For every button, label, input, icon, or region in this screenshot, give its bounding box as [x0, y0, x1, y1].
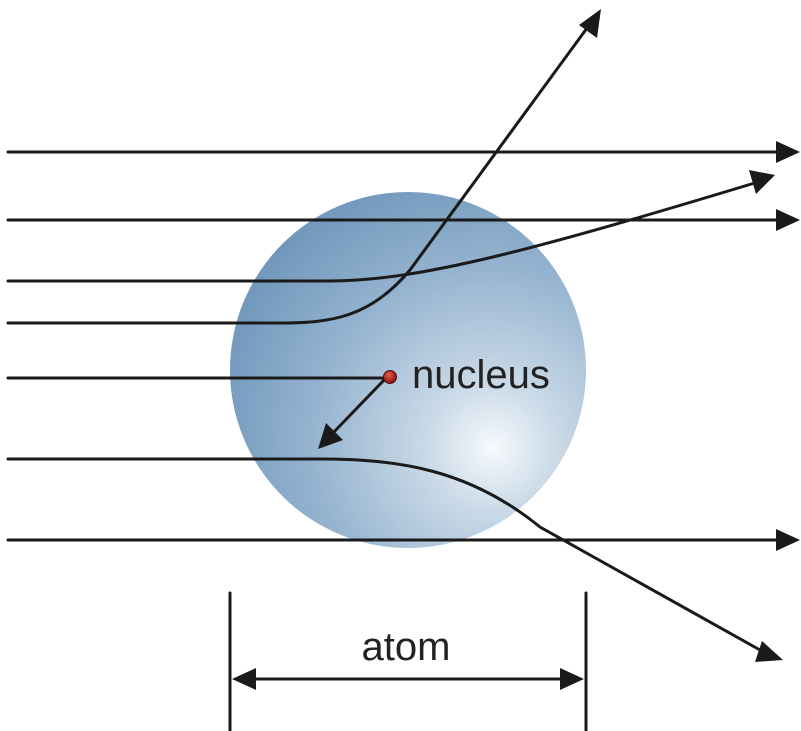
arrowhead-backscattered — [318, 423, 343, 449]
nucleus-dot — [383, 370, 397, 384]
particle-path-deflected-down — [6, 457, 762, 652]
atom-label: atom — [362, 625, 451, 669]
arrowhead-deflected-down — [755, 641, 783, 662]
nucleus-label: nucleus — [412, 353, 550, 397]
arrowhead-atom-dimension-left — [232, 668, 256, 690]
arrowhead-straight-upper — [776, 209, 800, 231]
arrowhead-deflected-strong — [579, 9, 601, 38]
arrowhead-straight-top — [776, 141, 800, 163]
arrowhead-deflected-slight — [749, 170, 775, 194]
arrowhead-straight-bottom — [776, 529, 800, 551]
particle-path-deflected-slight — [6, 180, 760, 283]
particle-path-backscattered — [330, 376, 388, 436]
arrowhead-atom-dimension-right — [560, 668, 584, 690]
particle-path-deflected-strong — [6, 22, 592, 325]
